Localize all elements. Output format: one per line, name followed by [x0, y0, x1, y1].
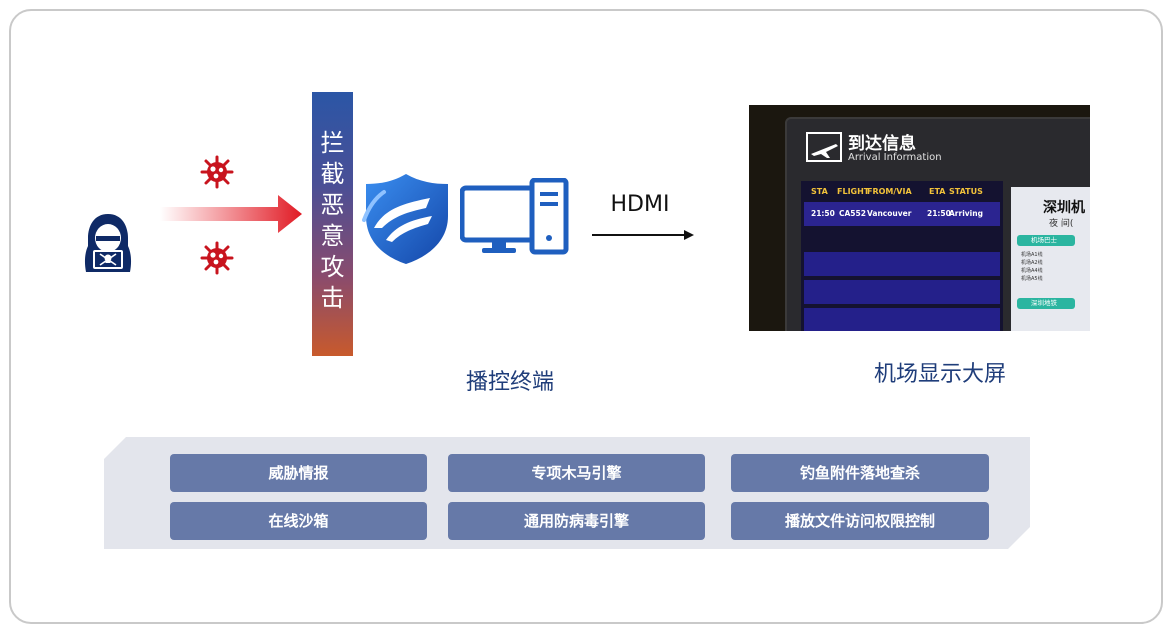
flight-cell: Arriving — [949, 209, 983, 218]
board-title-cn: 到达信息 — [848, 134, 916, 154]
shield-icon — [362, 174, 448, 264]
plane-icon — [806, 132, 842, 162]
virus-icon — [200, 155, 234, 189]
feature-antivirus-engine: 通用防病毒引擎 — [448, 502, 705, 540]
attack-arrow — [160, 195, 302, 233]
transport-title: 深圳机 — [1043, 200, 1085, 216]
bus-tag: 机场巴士 — [1017, 235, 1075, 246]
feature-sandbox: 在线沙箱 — [170, 502, 427, 540]
bus-line: 机场A2线 — [1021, 260, 1043, 266]
empty-flight-row — [804, 252, 1000, 276]
flight-row — [804, 202, 1000, 226]
bus-line: 机场A1线 — [1021, 252, 1043, 258]
board-title-en: Arrival Information — [848, 152, 942, 163]
virus-icon — [200, 241, 234, 275]
transport-subtitle: 夜 间( — [1049, 219, 1074, 229]
flight-cell: 21:50 — [927, 209, 951, 218]
bus-line: 机场A5线 — [1021, 276, 1043, 282]
hacker-icon — [84, 214, 132, 272]
flight-cell: Vancouver — [867, 209, 912, 218]
computer-icon — [460, 178, 569, 255]
flight-cell: 21:50 — [811, 209, 835, 218]
flight-cell: CA552 — [839, 209, 866, 218]
col-header: STATUS — [949, 187, 983, 196]
intercept-bar: 拦截恶意攻击 — [312, 92, 353, 356]
col-header: FLIGHT — [837, 187, 870, 196]
hdmi-arrow — [592, 230, 694, 240]
feature-threat-intel: 威胁情报 — [170, 454, 427, 492]
feature-trojan-engine: 专项木马引擎 — [448, 454, 705, 492]
col-header: FROM/VIA — [867, 187, 912, 196]
screen-label: 机场显示大屏 — [873, 362, 1006, 387]
empty-flight-row — [804, 308, 1000, 331]
col-header: STA — [811, 187, 828, 196]
col-header: ETA — [929, 187, 946, 196]
intercept-label: 拦截恶意攻击 — [320, 129, 345, 312]
feature-file-access-control: 播放文件访问权限控制 — [731, 502, 989, 540]
feature-phishing-scan: 钓鱼附件落地查杀 — [731, 454, 989, 492]
hdmi-label: HDMI — [610, 192, 670, 217]
airport-screen-photo: 到达信息 Arrival Information STA FLIGHT FROM… — [749, 105, 1090, 331]
terminal-label: 播控终端 — [465, 370, 554, 395]
metro-tag: 深圳地铁 — [1017, 298, 1075, 309]
empty-flight-row — [804, 280, 1000, 304]
bus-line: 机场A4线 — [1021, 268, 1043, 274]
